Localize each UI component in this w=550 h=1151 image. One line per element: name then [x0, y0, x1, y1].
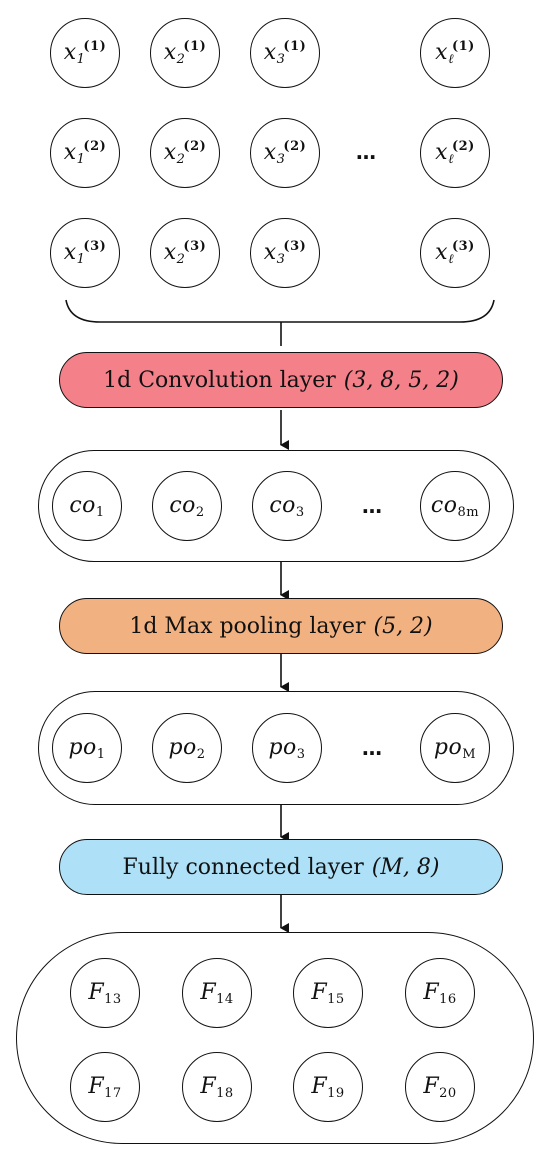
- pool-output-node: po2: [152, 713, 222, 783]
- pool-output-node: po1: [52, 713, 122, 783]
- pool-output-node: poM: [420, 713, 490, 783]
- fc-layer-label: Fully connected layer: [122, 854, 364, 880]
- input-node: x2(3): [150, 218, 220, 288]
- pool-output-ellipsis: …: [362, 736, 383, 760]
- input-node: x1(3): [50, 218, 120, 288]
- input-node: x1(2): [50, 118, 120, 188]
- conv-output-node: co8m: [420, 471, 490, 541]
- input-node: x3(3): [250, 218, 320, 288]
- input-node: x2(1): [150, 18, 220, 88]
- conv-output-group: [38, 450, 514, 562]
- fc-layer-params: (M, 8): [371, 854, 440, 880]
- pool-output-group: [38, 691, 514, 805]
- conv-output-node: co1: [52, 471, 122, 541]
- conv-output-ellipsis: …: [362, 494, 383, 518]
- fc-output-group: [16, 932, 534, 1144]
- conv-layer: 1d Convolution layer (3, 8, 5, 2): [59, 352, 503, 408]
- pool-output-node: po3: [252, 713, 322, 783]
- fc-output-node: F20: [405, 1052, 475, 1122]
- input-node: x2(2): [150, 118, 220, 188]
- fc-layer: Fully connected layer (M, 8): [59, 839, 503, 895]
- input-node: x1(1): [50, 18, 120, 88]
- conv-layer-params: (3, 8, 5, 2): [343, 367, 459, 393]
- fc-output-node: F13: [70, 958, 140, 1028]
- input-ellipsis: …: [356, 140, 377, 164]
- pool-layer-params: (5, 2): [373, 613, 433, 639]
- fc-output-node: F16: [405, 958, 475, 1028]
- input-node: xℓ(1): [420, 18, 490, 88]
- input-brace: [65, 299, 495, 323]
- input-node: xℓ(2): [420, 118, 490, 188]
- pool-layer: 1d Max pooling layer (5, 2): [59, 598, 503, 654]
- fc-output-node: F19: [293, 1052, 363, 1122]
- conv-output-node: co2: [152, 471, 222, 541]
- pool-layer-label: 1d Max pooling layer: [129, 613, 366, 639]
- fc-output-node: F14: [182, 958, 252, 1028]
- fc-output-node: F18: [182, 1052, 252, 1122]
- conv-layer-label: 1d Convolution layer: [103, 367, 336, 393]
- fc-output-node: F15: [293, 958, 363, 1028]
- fc-output-node: F17: [70, 1052, 140, 1122]
- conv-output-node: co3: [252, 471, 322, 541]
- input-node: x3(1): [250, 18, 320, 88]
- input-node: x3(2): [250, 118, 320, 188]
- input-node: xℓ(3): [420, 218, 490, 288]
